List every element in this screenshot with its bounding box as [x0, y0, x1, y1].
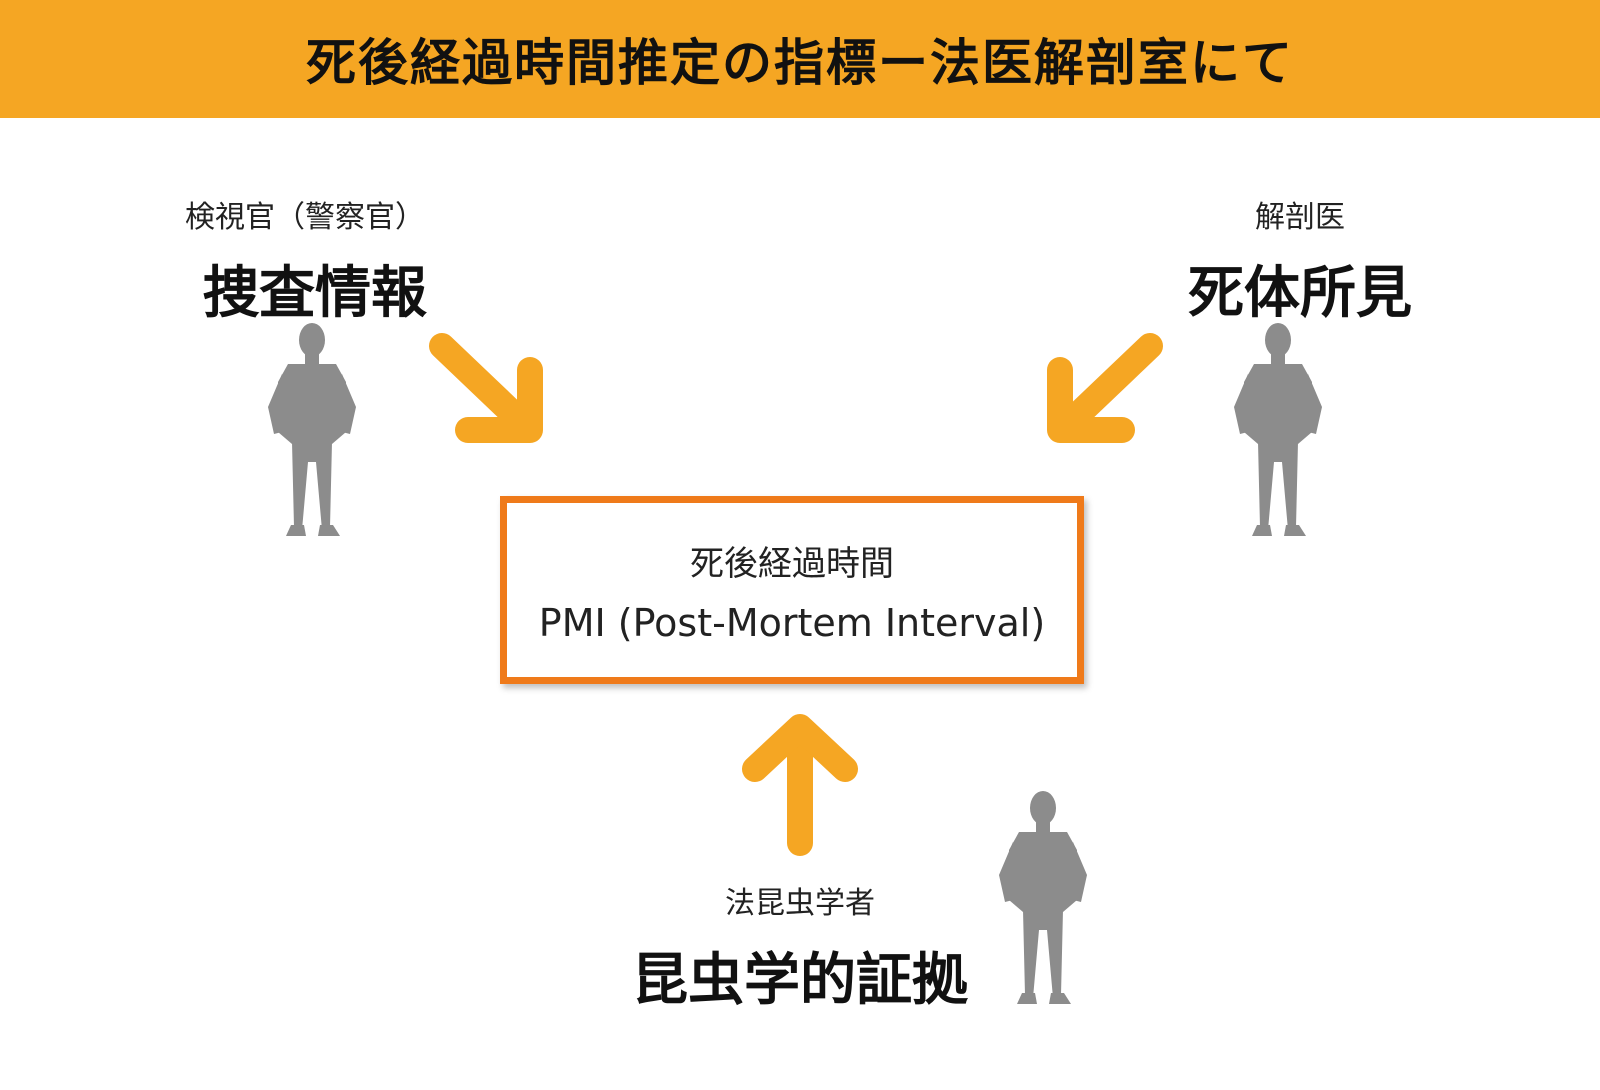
bottom-role-label: 法昆虫学者	[725, 886, 875, 921]
right-role-label: 解剖医	[1255, 200, 1345, 235]
person-silhouette-icon	[999, 791, 1087, 1004]
arrow-icon-left	[429, 333, 543, 443]
pmi-label-ja: 死後経過時間	[690, 543, 894, 584]
pmi-box: 死後経過時間 PMI (Post-Mortem Interval)	[500, 496, 1084, 684]
left-info-label: 捜査情報	[203, 261, 427, 326]
person-silhouette-icon	[268, 323, 356, 536]
arrow-icon-right	[1047, 333, 1163, 443]
right-info-label: 死体所見	[1188, 261, 1412, 326]
arrow-icon-up	[742, 714, 858, 856]
page-title: 死後経過時間推定の指標ー法医解剖室にて	[306, 34, 1294, 92]
title-banner: 死後経過時間推定の指標ー法医解剖室にて	[0, 0, 1600, 118]
pmi-label-en: PMI (Post-Mortem Interval)	[538, 600, 1046, 645]
left-role-label: 検視官（警察官）	[185, 200, 425, 235]
bottom-info-label: 昆虫学的証拠	[632, 948, 968, 1013]
person-silhouette-icon	[1234, 323, 1322, 536]
